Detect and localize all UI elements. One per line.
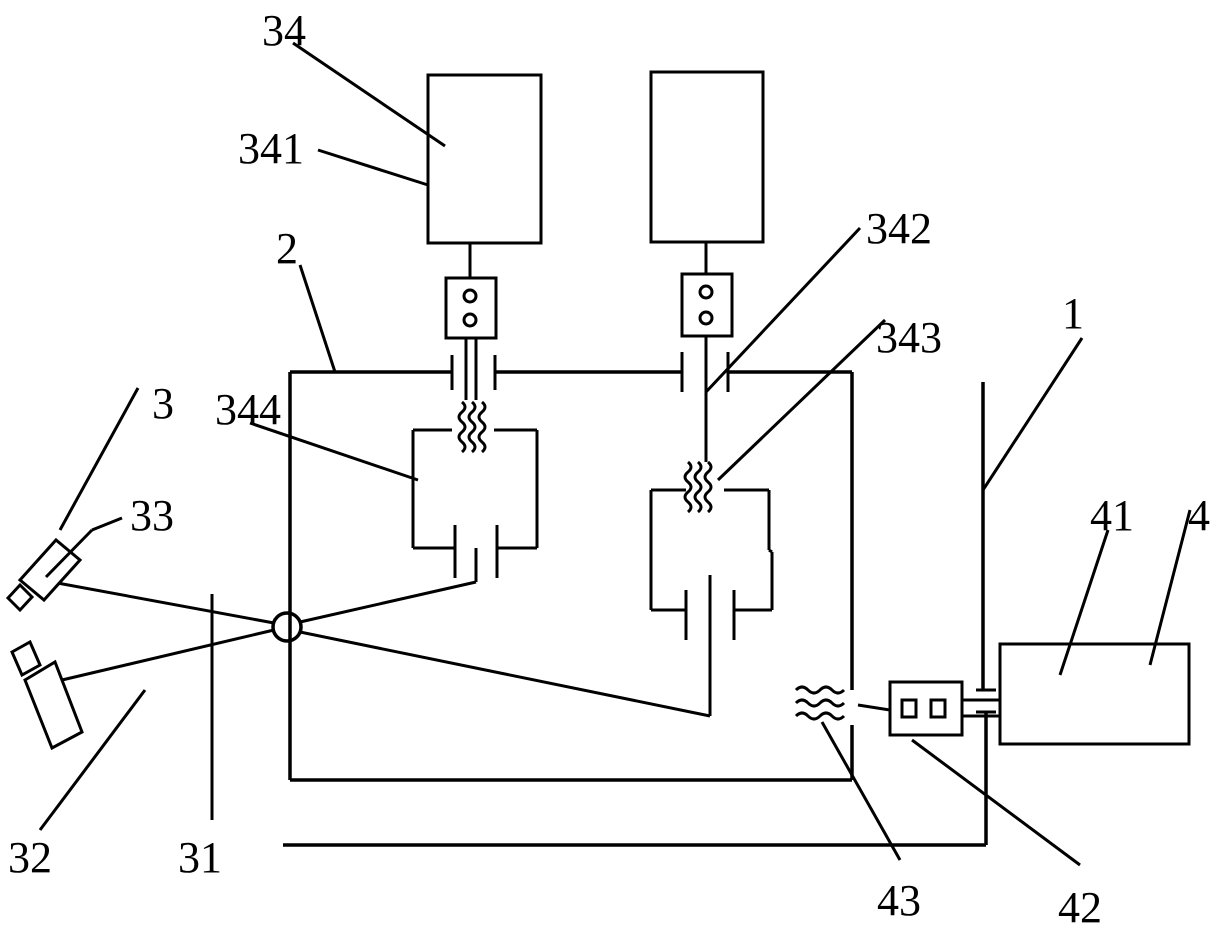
label-41: 41 bbox=[1090, 491, 1134, 540]
central-node bbox=[271, 611, 303, 643]
label-42: 42 bbox=[1058, 883, 1102, 927]
pump-left bbox=[444, 276, 498, 340]
leader-lines bbox=[38, 41, 1192, 867]
left-inner-loop bbox=[411, 400, 539, 582]
label-32: 32 bbox=[8, 833, 52, 882]
device-box-4 bbox=[998, 642, 1191, 746]
storage-box-left bbox=[426, 73, 543, 245]
pump-right bbox=[680, 272, 734, 338]
connector-42 bbox=[857, 680, 1000, 737]
pipe-1 bbox=[283, 382, 996, 847]
label-3: 3 bbox=[152, 379, 174, 428]
line-sensor-top-to-node bbox=[51, 580, 275, 625]
label-33: 33 bbox=[130, 491, 174, 540]
label-34: 34 bbox=[262, 6, 306, 55]
sensor-32 bbox=[10, 639, 84, 751]
label-4: 4 bbox=[1188, 491, 1210, 540]
line-node-to-left-loop bbox=[299, 580, 477, 624]
valve-top-right bbox=[680, 336, 730, 462]
label-344: 344 bbox=[215, 385, 281, 434]
line-node-to-right-loop bbox=[299, 630, 711, 718]
label-1: 1 bbox=[1062, 289, 1084, 338]
storage-box-right bbox=[649, 70, 765, 244]
label-343: 343 bbox=[876, 313, 942, 362]
main-frame bbox=[288, 370, 854, 782]
label-2: 2 bbox=[276, 224, 298, 273]
label-43: 43 bbox=[877, 876, 921, 925]
coil-43 bbox=[794, 685, 846, 721]
valve-top-left bbox=[450, 338, 497, 400]
right-inner-loop bbox=[649, 460, 774, 716]
label-342: 342 bbox=[866, 204, 932, 253]
label-31: 31 bbox=[178, 833, 222, 882]
sensor-33 bbox=[5, 537, 83, 613]
label-341: 341 bbox=[238, 124, 304, 173]
line-sensor-bottom-to-node bbox=[61, 628, 275, 682]
